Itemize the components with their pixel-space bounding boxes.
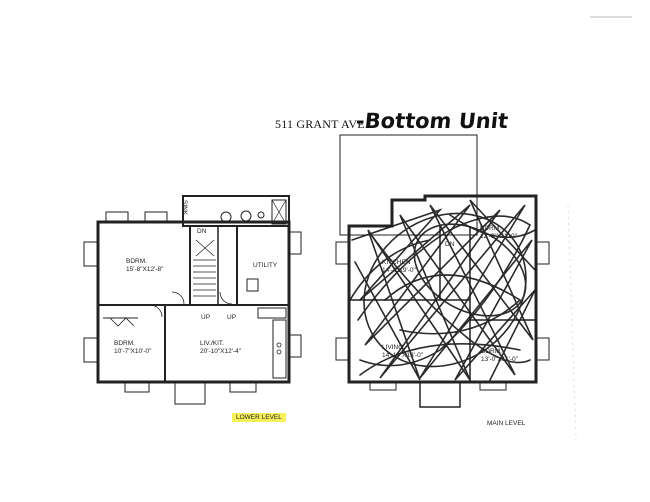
handwritten-unit-note: -Bottom Unit xyxy=(354,109,510,133)
main-outer-wall xyxy=(347,194,538,384)
crossout-scribble xyxy=(349,199,536,381)
lower-windows xyxy=(83,211,302,405)
room-name: UTILITY xyxy=(253,262,278,269)
lower-outer-wall xyxy=(96,220,291,384)
kitchen-counter xyxy=(272,319,287,379)
entry-stoop xyxy=(419,381,461,408)
stair-label: DN xyxy=(445,241,455,248)
room-size: 20'-10"X12'-4" xyxy=(200,347,242,355)
room-label: BDRM. 13'-0"X11'-0" xyxy=(481,348,518,363)
room-size: 12'-0"X11'-0" xyxy=(480,232,517,240)
door-swing xyxy=(219,291,233,305)
sink-label: SINK xyxy=(181,200,188,216)
room-name: LIV./KIT. xyxy=(200,340,224,347)
room-name: BDRM. xyxy=(126,258,147,265)
room-label: BDRM. 15'-8"X12'-8" xyxy=(126,258,163,273)
lower-stairs xyxy=(193,239,216,297)
stair-label: DN xyxy=(197,228,207,235)
room-label: LIV./KIT. 20'-10"X12'-4" xyxy=(200,340,241,355)
door-swing xyxy=(171,291,185,305)
room-size: 14'-4"X9'-0" xyxy=(382,266,416,274)
closet-door xyxy=(109,317,135,327)
room-label: LIVING 14'-10"X13'-0" xyxy=(382,344,423,359)
room-name: BDRM. xyxy=(114,340,135,347)
lower-level-label: LOWER LEVEL xyxy=(232,413,286,422)
shower-icon xyxy=(271,199,287,225)
stair-label: UP xyxy=(201,314,211,321)
room-name: BDRM. xyxy=(481,348,502,355)
stair-label: UP xyxy=(227,314,237,321)
room-label: BDRM. 10'-7"X10'-0" xyxy=(114,340,151,355)
fixture-icon xyxy=(257,211,265,219)
water-heater-icon xyxy=(246,278,259,292)
room-name: LIVING xyxy=(382,344,404,351)
room-size: 15'-8"X12'-8" xyxy=(126,265,164,273)
main-windows xyxy=(335,241,550,391)
room-name: BDRM. xyxy=(480,225,501,232)
room-size: 13'-0"X11'-0" xyxy=(481,355,518,363)
room-size: 10'-7"X10'-0" xyxy=(114,347,152,355)
address-title: 511 GRANT AVE. xyxy=(275,117,368,131)
main-level-plan xyxy=(335,134,550,408)
lower-level-plan xyxy=(83,195,302,405)
sink-icon xyxy=(240,210,252,222)
lower-level-label-text: LOWER LEVEL xyxy=(232,413,286,422)
toilet-icon xyxy=(220,211,232,223)
kitchen-cabinet xyxy=(257,307,287,319)
scan-mark xyxy=(567,204,577,441)
room-name: KITCHEN xyxy=(382,259,411,266)
door-swing xyxy=(149,304,163,318)
room-label: UTILITY xyxy=(253,262,277,270)
main-level-label: MAIN LEVEL xyxy=(487,420,526,427)
room-size: 14'-10"X13'-0" xyxy=(382,351,424,359)
room-label: BDRM. 12'-0"X11'-0" xyxy=(480,225,517,240)
room-label: KITCHEN 14'-4"X9'-0" xyxy=(382,259,416,274)
